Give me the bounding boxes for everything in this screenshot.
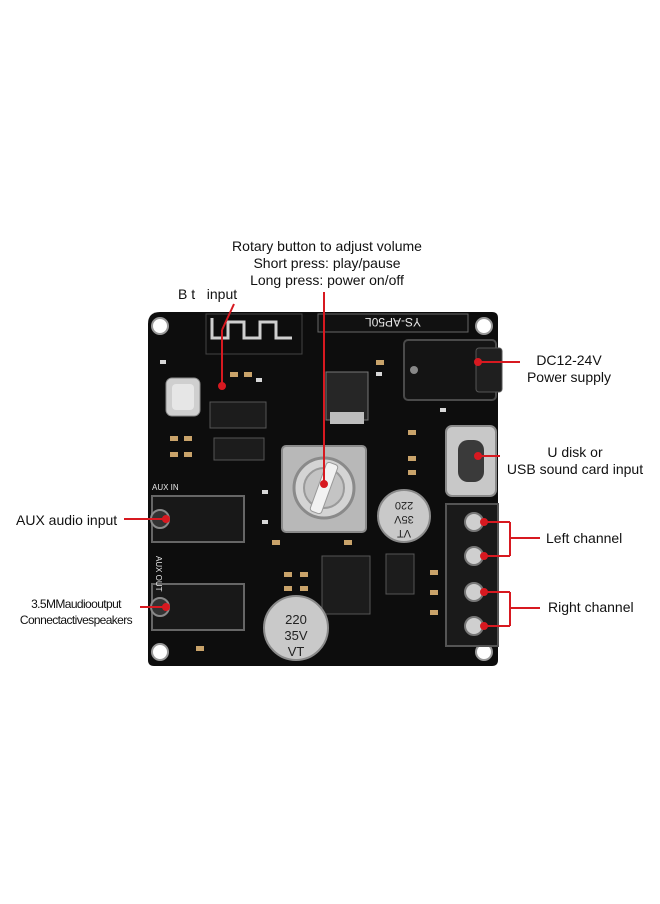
bt-input-callout: B t input (178, 286, 238, 302)
capacitor-bottom-text-2: 35V (284, 628, 307, 643)
smd-pads (160, 360, 446, 524)
mount-hole-tr (475, 317, 493, 335)
aux-output-callout-line-2: Connectactivespeakers (19, 613, 133, 627)
dc-power-callout: DC12-24V Power supply (522, 352, 616, 386)
amplifier-chip (321, 555, 371, 615)
model-label-strip (317, 313, 469, 333)
mount-hole-tl (151, 317, 169, 335)
annotation-pointers (124, 292, 540, 630)
aux-input-callout: AUX audio input (16, 512, 118, 528)
rotary-callout: Rotary button to adjust volume Short pre… (222, 238, 432, 289)
aux-in-silkscreen: AUX IN (152, 483, 179, 492)
dc-power-callout-line-1: DC12-24V (536, 352, 602, 368)
usb-input-callout: U disk or USB sound card input (504, 444, 646, 478)
capacitor-bottom-text-3: VT (288, 644, 305, 659)
model-silkscreen: YS-AP50L (365, 315, 421, 329)
capacitor-bottom-text-1: 220 (285, 612, 307, 627)
rotary-callout-line-1: Rotary button to adjust volume (232, 238, 422, 254)
rotary-callout-line-2: Short press: play/pause (253, 255, 401, 271)
aux-in-jack (151, 495, 245, 543)
aux-out-silkscreen: AUX OUT (154, 556, 163, 592)
left-channel-callout: Left channel (546, 530, 623, 546)
capacitor-top-text-3: VT (397, 527, 411, 539)
mount-hole-bl (151, 643, 169, 661)
capacitor-top-text-1: 220 (395, 499, 413, 511)
capacitor-bottom (263, 595, 329, 661)
aux-output-callout-line-1: 3.5MMaudiooutput (31, 597, 121, 611)
rotary-callout-line-3: Long press: power on/off (250, 272, 404, 288)
capacitor-top-text-2: 35V (394, 513, 414, 525)
bt-chip (209, 401, 267, 429)
dc-power-callout-line-2: Power supply (526, 369, 612, 385)
op-amp-chip (385, 553, 415, 595)
capacitor-top (377, 489, 431, 543)
right-channel-callout: Right channel (548, 599, 634, 615)
usb-input-callout-line-1: U disk or (547, 444, 603, 460)
usb-input-callout-line-2: USB sound card input (506, 461, 644, 477)
decoder-chip (213, 437, 265, 461)
aux-output-callout: 3.5MMaudiooutput Connectactivespeakers (14, 596, 138, 628)
smd-components (170, 360, 438, 651)
bt-module-outline (205, 313, 303, 355)
